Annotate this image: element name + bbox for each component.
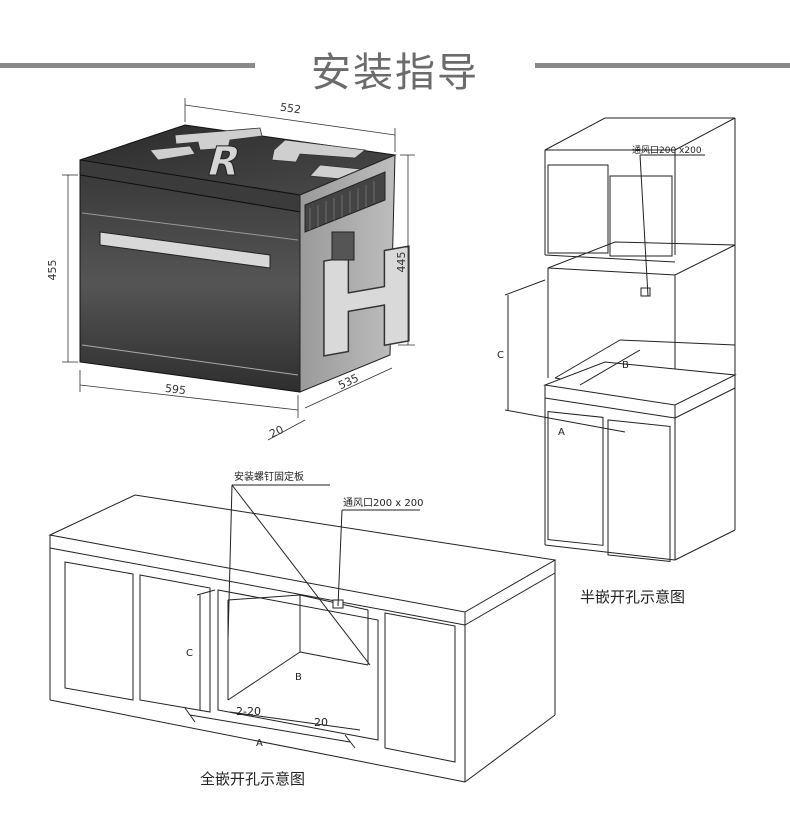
dim-height-front: 455 <box>46 260 59 281</box>
dim-width-front: 595 <box>164 382 186 397</box>
half-dim-b: B <box>622 360 629 371</box>
dim-width-top: 552 <box>279 101 302 117</box>
dim-height-side: 445 <box>395 252 408 273</box>
title-rule-right <box>535 63 790 68</box>
full-dim-c: C <box>186 648 193 659</box>
half-vent-label: 通风口200 x200 <box>632 145 702 156</box>
full-embedded-cabinet <box>48 484 557 783</box>
oven-side-window <box>331 231 355 261</box>
oven-vent-grille <box>304 171 386 233</box>
dim-offset: 20 <box>267 423 285 441</box>
half-embedded-cabinet <box>504 117 737 562</box>
full-dim-a: A <box>256 738 263 749</box>
half-embedded-caption: 半嵌开孔示意图 <box>580 588 686 606</box>
oven-logo-letter-h: H <box>312 218 421 389</box>
oven-dimension-lines <box>62 98 415 441</box>
page-title: 安装指导 <box>311 50 479 96</box>
full-plate-label: 安装螺钉固定板 <box>234 470 304 483</box>
half-dim-a: A <box>558 427 565 438</box>
oven-drawing: R H <box>46 98 422 441</box>
half-dim-c: C <box>497 350 504 361</box>
full-embedded-caption: 全嵌开孔示意图 <box>200 770 306 788</box>
title-rule-left <box>0 63 255 68</box>
full-dim-b: B <box>295 672 302 683</box>
oven-front-face <box>79 174 301 393</box>
full-gap-right: 20 <box>314 716 328 729</box>
oven-handle <box>99 231 271 269</box>
full-gap-left: 2-20 <box>236 705 261 718</box>
full-vent-label: 通风口200 x 200 <box>343 497 423 509</box>
